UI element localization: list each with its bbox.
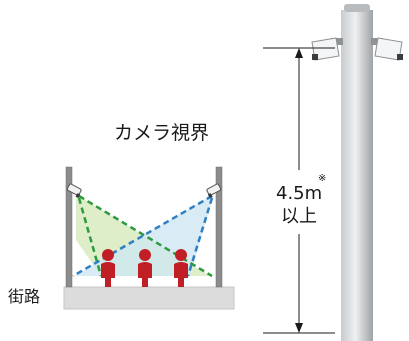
left-camera-view-edge-top (78, 194, 213, 278)
left-camera-post (65, 166, 73, 288)
right-camera-view-edge-bottom (186, 197, 214, 277)
person-icon (174, 249, 188, 287)
person-icon (101, 249, 115, 287)
height-qualifier-label: 以上 (281, 206, 317, 227)
right-camera-view-edge-top (72, 194, 213, 278)
dimension-arrow-icon (263, 47, 335, 334)
pole-cap (344, 4, 370, 12)
camera-view-label: カメラ視界 (114, 122, 209, 144)
right-camera-post (215, 166, 223, 288)
security-camera-icon (311, 37, 343, 61)
height-note-mark: ※ (318, 173, 326, 184)
street-ground (63, 286, 235, 310)
left-camera-view-edge-bottom (77, 197, 103, 277)
person-icon (138, 249, 152, 287)
security-camera-icon (66, 183, 82, 199)
camera-pole (341, 10, 373, 341)
security-camera-icon (371, 37, 403, 61)
height-value-label: 4.5m (276, 183, 322, 204)
street-label: 街路 (8, 287, 40, 306)
security-camera-icon (206, 183, 222, 199)
